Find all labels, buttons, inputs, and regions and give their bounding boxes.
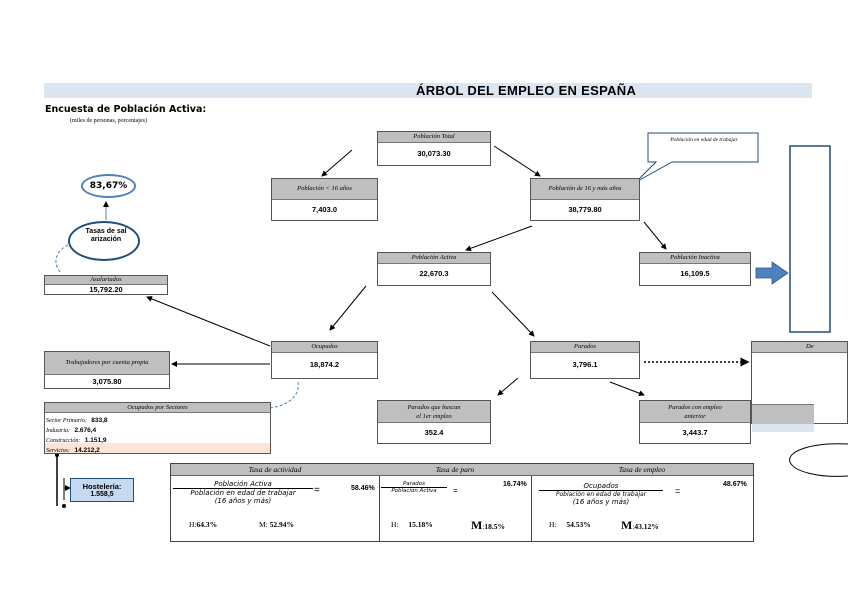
tasa-paro-value: 16.74% <box>503 481 527 488</box>
poblacion-activa-value: 22,670.3 <box>419 269 449 278</box>
poblacion-menor-16-node: Población < 16 años 7,403.0 <box>271 178 378 221</box>
parados-empleo-anterior-label-1: Parados con empleo <box>668 404 722 411</box>
tasa-empleo-formula: Ocupados Población en edad de trabajar (… <box>539 482 663 506</box>
tasa-empleo-label: Tasa de empleo <box>531 464 753 476</box>
sector-row: Sector Primario: 833,8 <box>46 417 108 424</box>
tasa-actividad-formula: Población Activa Población en edad de tr… <box>173 480 313 505</box>
sectores-table: Ocupados por Sectores Sector Primario: 8… <box>44 402 271 454</box>
page-title: ÁRBOL DEL EMPLEO EN ESPAÑA <box>416 83 637 98</box>
tasa-actividad-value: 58.46% <box>351 485 375 492</box>
salarizacion-label: Tasas de salarización <box>85 228 127 243</box>
right-partial-node: De <box>751 341 848 432</box>
mayores-16-label: Población de 16 y más años <box>531 179 639 200</box>
sector-row: Construcción: 1.151,9 <box>46 437 107 444</box>
hosteleria-box: Hostelería: 1.558,5 <box>70 478 134 502</box>
parados-primer-empleo-label-2: el 1er empleo <box>416 413 452 420</box>
mayores-16-value: 38,779.80 <box>568 205 602 214</box>
parados-node: Parados 3,796.1 <box>530 341 640 379</box>
rates-table: Tasa de actividad Población Activa Pobla… <box>170 463 754 542</box>
parados-empleo-anterior-label-2: anterior <box>684 413 706 420</box>
tasa-paro-cell: Tasa de paro Parados Población Activa = … <box>379 464 532 541</box>
sector-row-servicios: Servicios: 14.212,2 <box>45 443 270 454</box>
parados-value: 3,796.1 <box>572 360 598 369</box>
parados-label: Parados <box>531 342 639 353</box>
asalariados-label: Asalariados <box>45 276 167 285</box>
parados-empleo-anterior-node: Parados con empleo anterior 3,443.7 <box>639 400 751 444</box>
poblacion-inactiva-value: 16,109.5 <box>680 269 710 278</box>
hosteleria-label: Hostelería: <box>82 482 122 491</box>
poblacion-total-label: Población Total <box>378 132 490 143</box>
asalariados-node: Asalariados 15,792.20 <box>44 275 168 295</box>
poblacion-mayor-16-node: Población de 16 y más años 38,779.80 <box>530 178 640 221</box>
tasa-paro-formula: Parados Población Activa <box>381 481 447 494</box>
tasa-empleo-value: 48.67% <box>723 481 747 488</box>
salarizacion-label-bubble: Tasas de salarización <box>68 221 140 261</box>
sectores-label: Ocupados por Sectores <box>45 403 270 413</box>
poblacion-activa-label: Población Activa <box>378 253 490 264</box>
cuenta-propia-label: Trabajadores por cuenta propia <box>45 352 169 375</box>
title-bar <box>44 83 812 98</box>
parados-primer-empleo-node: Parados que buscan el 1er empleo 352.4 <box>377 400 491 444</box>
hosteleria-value: 1.558,5 <box>90 491 114 498</box>
tasa-paro-label: Tasa de paro <box>379 464 531 476</box>
ocupados-label: Ocupados <box>272 342 377 353</box>
salarizacion-value-bubble: 83,67% <box>81 174 136 198</box>
callout-edad-trabajar: Población en edad de trabajar <box>670 137 738 143</box>
units-note: (miles de personas, porcentajes) <box>70 118 147 124</box>
menores-16-value: 7,403.0 <box>311 205 338 214</box>
poblacion-inactiva-node: Población Inactiva 16,109.5 <box>639 252 751 286</box>
cuenta-propia-value: 3,075.80 <box>92 377 122 386</box>
parados-empleo-anterior-value: 3,443.7 <box>682 428 708 437</box>
subtitle: Encuesta de Población Activa: <box>45 104 207 115</box>
cuenta-propia-node: Trabajadores por cuenta propia 3,075.80 <box>44 351 170 389</box>
tasa-actividad-cell: Tasa de actividad Población Activa Pobla… <box>171 464 380 541</box>
salarizacion-value: 83,67% <box>89 181 128 191</box>
ocupados-node: Ocupados 18,874.2 <box>271 341 378 379</box>
poblacion-inactiva-label: Población Inactiva <box>640 253 750 264</box>
parados-primer-empleo-label-1: Parados que buscan <box>407 404 461 411</box>
poblacion-total-value: 30,073.30 <box>417 149 451 158</box>
ocupados-value: 18,874.2 <box>309 360 340 369</box>
parados-primer-empleo-value: 352.4 <box>424 428 444 437</box>
sector-row: Industria: 2.676,4 <box>46 427 97 434</box>
poblacion-total-node: Población Total 30,073.30 <box>377 131 491 166</box>
right-partial-header: De <box>752 342 847 353</box>
tasa-empleo-cell: Tasa de empleo Ocupados Población en eda… <box>531 464 753 541</box>
poblacion-activa-node: Población Activa 22,670.3 <box>377 252 491 286</box>
menores-16-label: Población < 16 años <box>272 179 377 200</box>
tasa-actividad-label: Tasa de actividad <box>171 464 379 476</box>
asalariados-value: 15,792.20 <box>89 285 123 294</box>
